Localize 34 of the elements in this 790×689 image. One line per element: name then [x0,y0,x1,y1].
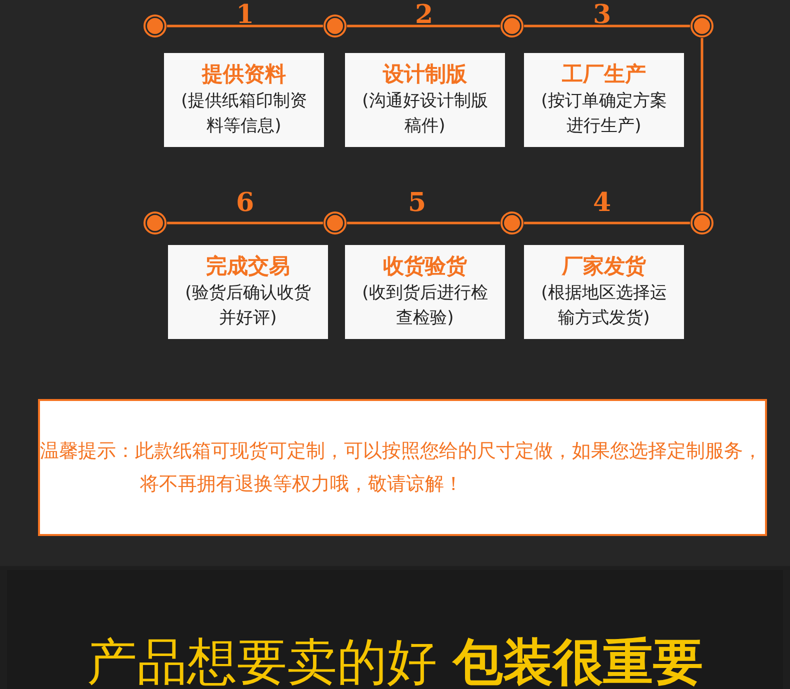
step-number: 6 [234,188,256,218]
step-title: 设计制版 [382,61,468,88]
step-description: (提供纸箱印制资料等信息) [180,90,308,138]
step-number: 1 [234,0,256,30]
step-description: (收到货后进行检查检验) [361,282,489,330]
connector-line [700,38,704,211]
step-card [164,53,324,147]
step-card [168,245,328,339]
step-title: 完成交易 [205,253,291,280]
step-card [524,245,684,339]
step-card [524,53,684,147]
step-description: (沟通好设计制版稿件) [361,90,489,138]
step-title: 工厂生产 [561,61,647,88]
connector-line [167,24,323,28]
step-card [345,53,505,147]
step-number: 4 [592,188,612,218]
step-description: (按订单确定方案进行生产) [540,90,668,138]
step-number: 5 [406,188,428,218]
section-heading: 产品想要卖的好 包装很重要 [86,632,704,689]
notice-text: 温馨提示：此款纸箱可现货可定制，可以按照您给的尺寸定做，如果您选择定制服务，将不再拥有退换等权力哦，敬请谅解！ [40,438,763,496]
connector-line [347,24,500,28]
connector-line [347,222,500,224]
step-description: (根据地区选择运输方式发货) [540,282,668,330]
step-description: (验货后确认收货并好评) [184,282,312,330]
step-title: 提供资料 [200,61,287,88]
step-number: 2 [414,0,434,30]
step-card [345,245,505,339]
step-number: 3 [592,0,612,30]
step-title: 厂家发货 [560,253,647,280]
step-title: 收货验货 [382,253,468,280]
connector-line [524,24,690,28]
connector-line [167,222,323,224]
notice-box [38,399,767,536]
connector-line [524,222,690,224]
